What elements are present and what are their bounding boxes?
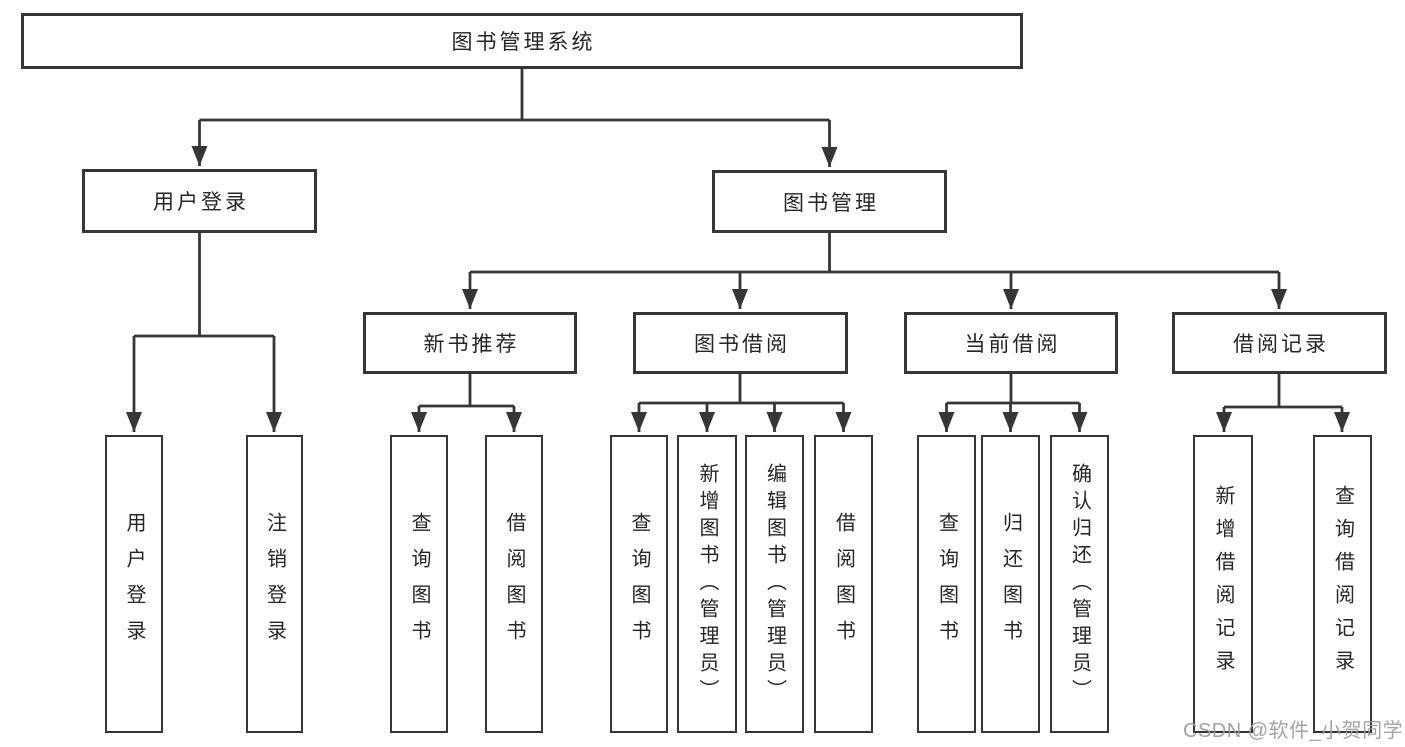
leaf-label: 查询图书	[935, 512, 958, 656]
node-new-book-recommend: 新书推荐	[363, 312, 577, 374]
node-root-system: 图书管理系统	[21, 13, 1023, 69]
leaf-borrow-books-newrec: 借阅图书	[485, 435, 543, 733]
leaf-return-books: 归还图书	[981, 435, 1040, 733]
leaf-add-book-admin: 新增图书（管理员）	[677, 435, 737, 733]
node-label: 当前借阅	[964, 333, 1061, 356]
leaf-edit-book-admin: 编辑图书（管理员）	[745, 435, 804, 733]
node-label: 新书推荐	[423, 333, 520, 356]
node-label: 用户登录	[153, 191, 249, 214]
node-borrow-records: 借阅记录	[1172, 312, 1387, 374]
leaf-label: 归还图书	[999, 512, 1022, 656]
node-label: 借阅记录	[1233, 333, 1329, 356]
leaf-label: 借阅图书	[832, 512, 855, 656]
leaf-label: 新增借阅记录	[1212, 485, 1234, 683]
leaf-query-books-newrec: 查询图书	[390, 435, 448, 733]
leaf-borrow-books-borrow: 借阅图书	[814, 435, 873, 733]
leaf-label: 用户登录	[123, 512, 145, 656]
leaf-query-borrow-record: 查询借阅记录	[1313, 435, 1372, 733]
node-user-login: 用户登录	[82, 169, 317, 233]
leaf-label: 查询图书	[628, 512, 650, 656]
node-label: 图书管理	[783, 191, 879, 215]
leaf-label: 注销登录	[263, 512, 286, 656]
leaf-query-books-borrow: 查询图书	[610, 435, 668, 733]
leaf-query-books-current: 查询图书	[917, 435, 976, 733]
leaf-label: 新增图书（管理员）	[696, 462, 718, 706]
leaf-label: 查询图书	[408, 512, 430, 656]
leaf-confirm-return-admin: 确认归还（管理员）	[1050, 435, 1109, 733]
leaf-add-borrow-record: 新增借阅记录	[1193, 435, 1253, 733]
leaf-label: 借阅图书	[503, 512, 525, 656]
node-label: 图书管理系统	[451, 31, 596, 54]
leaf-logout: 注销登录	[246, 435, 303, 733]
node-label: 图书借阅	[694, 333, 790, 356]
leaf-user-login: 用户登录	[105, 435, 163, 733]
watermark: CSDN @软件_小贺同学	[1183, 720, 1404, 742]
node-book-borrow: 图书借阅	[633, 312, 848, 374]
node-book-management: 图书管理	[712, 170, 947, 233]
leaf-label: 查询借阅记录	[1331, 485, 1354, 683]
leaf-label: 编辑图书（管理员）	[763, 462, 786, 706]
node-current-borrow: 当前借阅	[904, 312, 1118, 374]
leaf-label: 确认归还（管理员）	[1068, 462, 1091, 706]
